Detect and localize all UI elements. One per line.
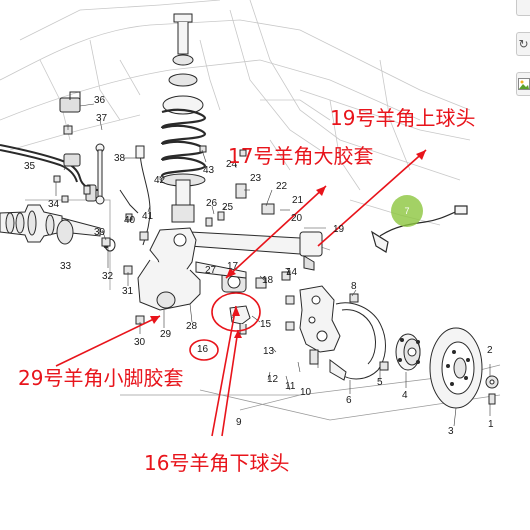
- annotation-29-label: 29号羊角小脚胶套: [18, 366, 184, 390]
- annotation-19-label: 19号羊角上球头: [330, 106, 476, 130]
- callout-24: 24: [226, 159, 238, 170]
- side-panel-button[interactable]: [516, 0, 530, 16]
- callout-6: 6: [346, 395, 352, 406]
- callout-7: 7: [285, 267, 291, 278]
- callout-16: 16: [197, 344, 209, 355]
- callout-12: 12: [267, 374, 279, 385]
- callout-39: 39: [94, 227, 106, 238]
- steering-knuckle: [299, 285, 341, 353]
- callout-13: 13: [263, 346, 275, 357]
- stabilizer-bar: [0, 144, 99, 191]
- callout-5: 5: [377, 377, 383, 388]
- callout-33: 33: [60, 261, 72, 272]
- arrow-17-right: [275, 185, 327, 233]
- arrowheads: [150, 150, 426, 338]
- callout-37: 37: [96, 113, 108, 124]
- upper-link: [189, 231, 323, 271]
- stabilizer-bushing: [59, 91, 97, 202]
- arrow-16-left: [211, 305, 237, 437]
- callout-9: 9: [236, 417, 242, 428]
- knuckle-small: [137, 227, 201, 311]
- callout-10: 10: [300, 387, 312, 398]
- callout-14: 14: [286, 267, 298, 278]
- callout-20: 20: [291, 213, 303, 224]
- callout-43: 43: [203, 165, 215, 176]
- callout-40: 40: [124, 215, 136, 226]
- half-shaft: [0, 204, 116, 252]
- callout-36: 36: [94, 95, 106, 106]
- dust-shield: [329, 302, 386, 381]
- callout-27: 27: [205, 265, 217, 276]
- callout-22: 22: [276, 181, 288, 192]
- circle-bushing: [211, 292, 261, 332]
- callout-30: 30: [134, 337, 146, 348]
- body-sketch: [0, 0, 471, 226]
- callout-23: 23: [250, 173, 262, 184]
- callout-34: 34: [48, 199, 60, 210]
- callout-1: 1: [488, 419, 494, 430]
- callout-17: 17: [227, 261, 239, 272]
- callout-3: 3: [448, 426, 454, 437]
- callout-32: 32: [102, 271, 114, 282]
- rotate-icon[interactable]: ↻: [516, 32, 530, 56]
- callout-28: 28: [186, 321, 198, 332]
- arrow-19: [317, 149, 427, 247]
- strut-assembly: [160, 13, 207, 223]
- leader-lines: [55, 103, 491, 427]
- annotation-17-label: 17号羊角大胶套: [228, 144, 374, 168]
- image-icon[interactable]: [516, 72, 530, 96]
- callout-15: 15: [260, 319, 272, 330]
- arrow-17-left: [225, 231, 277, 279]
- arrow-29: [55, 315, 161, 367]
- callout-31: 31: [122, 286, 134, 297]
- hardware: [53, 125, 499, 405]
- callout-21: 21: [292, 195, 304, 206]
- callout-2: 2: [487, 345, 493, 356]
- callout-11: 11: [285, 381, 296, 392]
- stabilizer-link: [95, 143, 105, 205]
- callout-25: 25: [222, 202, 234, 213]
- callout-26: 26: [206, 198, 218, 209]
- callout-35: 35: [24, 161, 36, 172]
- annotation-16-label: 16号羊角下球头: [144, 451, 290, 475]
- marker-badge-number: 7: [404, 206, 409, 216]
- callout-42: 42: [154, 175, 166, 186]
- callout-38: 38: [114, 153, 126, 164]
- hub-bearing: [395, 333, 421, 371]
- callout-4: 4: [402, 390, 408, 401]
- callout-19: 19: [333, 224, 345, 235]
- callout-18: 18: [262, 275, 274, 286]
- callout-8: 8: [351, 281, 357, 292]
- circle-16: [189, 339, 219, 361]
- annotation-marks: [55, 149, 427, 437]
- arrow-16-right: [221, 329, 239, 437]
- sensor-cable: [370, 205, 468, 253]
- callout-29: 29: [160, 329, 172, 340]
- callout-41: 41: [142, 211, 154, 222]
- brake-disc: [429, 327, 483, 409]
- marker-badge-circle: [391, 195, 423, 227]
